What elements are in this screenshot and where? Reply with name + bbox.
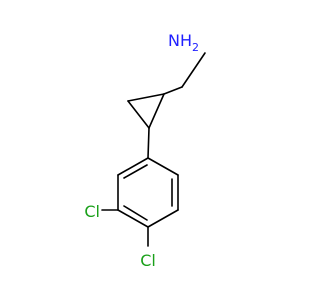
bond-ring-double-2 <box>123 205 148 221</box>
atom-label-layer: NH2 Cl Cl <box>84 31 199 270</box>
bond-ring-3 <box>117 209 149 228</box>
bond-ring-double-1 <box>123 164 148 179</box>
chlorine-label-3: Cl <box>84 202 100 221</box>
chlorine-label-4: Cl <box>140 251 156 270</box>
bond-ch2-cyclopropyl <box>163 86 183 95</box>
bond-cyclopropyl-b <box>127 100 150 129</box>
amine-label-subscript: 2 <box>192 41 199 54</box>
bond-cyclopropyl-a <box>127 93 165 102</box>
bond-cyclopropyl-c <box>148 93 165 129</box>
molecule-structure: NH2 Cl Cl <box>84 31 206 270</box>
amine-label-main: NH <box>168 31 192 50</box>
bond-n-ch2 <box>181 52 206 88</box>
bond-layer <box>101 52 206 247</box>
bond-cyclopropyl-aryl <box>147 127 150 159</box>
bond-ring-1 <box>117 157 149 176</box>
bond-ring-4 <box>147 209 179 228</box>
bond-ring-6 <box>147 157 179 176</box>
amine-label: NH2 <box>168 31 199 54</box>
